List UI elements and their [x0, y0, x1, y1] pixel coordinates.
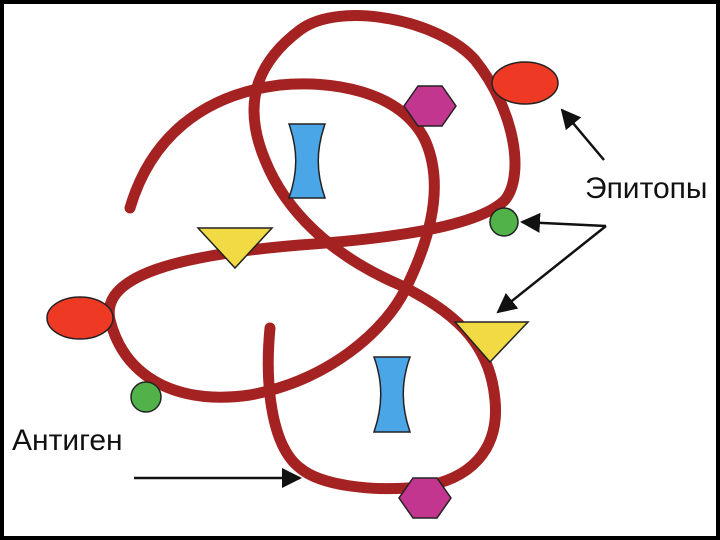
epitope-bar-top	[287, 123, 327, 199]
epitope-ellipse-left	[46, 296, 114, 340]
antigen-label: Антиген	[12, 424, 123, 457]
arrow-to-circle	[520, 212, 607, 233]
epitope-triangle-right	[453, 321, 530, 364]
antigen-chain	[103, 10, 521, 495]
epitope-bar-bottom	[372, 356, 412, 433]
epitope-circle-right	[489, 207, 519, 237]
epitope-hexagon-bottom	[398, 477, 452, 519]
epitope-circle-left	[130, 381, 162, 413]
epitope-triangle-left	[196, 227, 274, 270]
epitope-ellipse-top-right	[491, 61, 559, 105]
epitopes-label: Эпитопы	[585, 172, 707, 205]
epitope-hexagon-top	[403, 85, 457, 127]
arrow-to-triangle	[496, 225, 607, 314]
arrow-to-ellipse	[560, 108, 605, 161]
